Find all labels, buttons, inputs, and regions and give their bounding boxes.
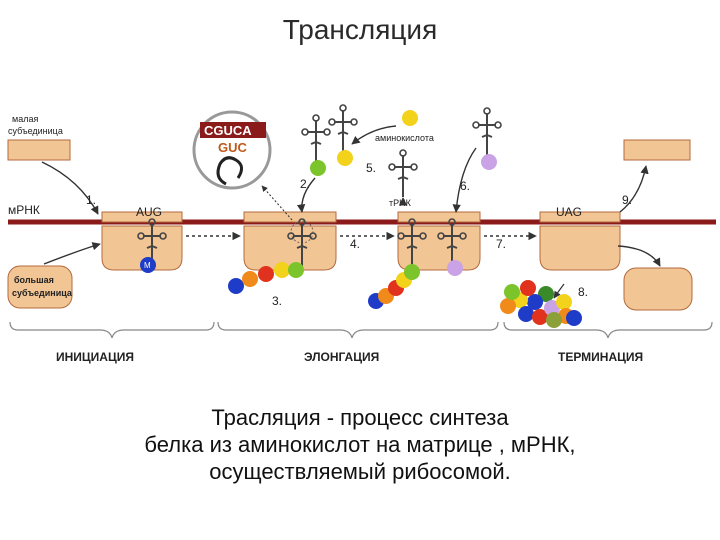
step-7: 7.	[496, 237, 506, 251]
arrow-zoom	[261, 185, 293, 221]
amino-acid	[310, 160, 326, 176]
initiation-bracket	[9, 321, 215, 339]
arrow-release-large	[617, 245, 661, 267]
phase-initiation: ИНИЦИАЦИЯ	[56, 350, 134, 364]
ribosome-elongation-2	[397, 211, 481, 271]
arrow-step-1	[41, 161, 99, 215]
amino-acid	[481, 154, 497, 170]
free-amino-acid	[402, 110, 418, 126]
step-1: 1.	[86, 193, 96, 207]
released-large-subunit	[623, 267, 693, 311]
mrna-codon-zoom: CGUCA	[204, 123, 252, 138]
amino-acid	[404, 264, 420, 280]
trna-label: тРНК	[389, 198, 412, 208]
met-amino-acid	[140, 257, 156, 273]
caption-line-1: Трасляция - процесс синтеза	[211, 405, 509, 430]
phase-termination: ТЕРМИНАЦИЯ	[558, 350, 643, 364]
arrow-polypeptide-release	[553, 283, 565, 299]
amino-acid	[228, 278, 244, 294]
termination-bracket	[503, 321, 713, 339]
arrow-step-6	[452, 147, 477, 213]
released-small-subunit	[623, 139, 691, 161]
trna-icon	[328, 104, 358, 153]
step-8: 8.	[578, 285, 588, 299]
codon-zoom-callout: CGUCA GUC	[192, 110, 272, 190]
free-large-subunit	[7, 265, 73, 309]
amino-acid	[447, 260, 463, 276]
start-codon-label: AUG	[136, 205, 162, 219]
amino-acid	[288, 262, 304, 278]
met-label: M	[144, 261, 151, 270]
step-9: 9.	[622, 193, 632, 207]
amino-acid	[242, 271, 258, 287]
amino-acid	[337, 150, 353, 166]
caption: Трасляция - процесс синтеза белка из ами…	[70, 404, 650, 485]
translation-diagram: малая субъединица большая субъединица мР…	[7, 104, 716, 364]
step-4: 4.	[350, 237, 360, 251]
amino-acid-label: аминокислота	[375, 133, 434, 143]
small-subunit-label-1: малая	[12, 114, 38, 124]
trna-icon	[301, 114, 331, 163]
ribosome-elongation-1	[243, 211, 337, 271]
arrow-step-5	[351, 125, 397, 145]
arrow-step-2	[296, 177, 316, 213]
caption-line-2: белка из аминокислот на матрице , мРНК,	[144, 432, 576, 457]
stop-codon-label: UAG	[556, 205, 582, 219]
caption-line-3: осуществляемый рибосомой.	[209, 459, 511, 484]
polypeptide-cluster	[500, 280, 582, 328]
step-6: 6.	[460, 179, 470, 193]
ribosome-initiation	[101, 211, 183, 271]
large-subunit-label-2: субъединица	[12, 288, 73, 298]
slide-title: Трансляция	[282, 14, 438, 45]
elongation-bracket	[217, 321, 499, 339]
step-3: 3.	[272, 294, 282, 308]
amino-acid	[258, 266, 274, 282]
amino-acid	[274, 262, 290, 278]
large-subunit-label-1: большая	[14, 275, 54, 285]
ribosome-termination	[539, 211, 621, 271]
mrna-label: мРНК	[8, 203, 40, 217]
trna-icon	[472, 107, 502, 156]
free-small-subunit	[7, 139, 71, 161]
phase-elongation: ЭЛОНГАЦИЯ	[304, 350, 379, 364]
arrow-step-9	[619, 165, 649, 213]
anticodon-zoom: GUC	[218, 140, 248, 155]
step-5: 5.	[366, 161, 376, 175]
small-subunit-label-2: субъединица	[8, 126, 63, 136]
trna-icon	[388, 149, 418, 198]
arrow-large-subunit	[43, 242, 101, 265]
step-2: 2.	[300, 177, 310, 191]
